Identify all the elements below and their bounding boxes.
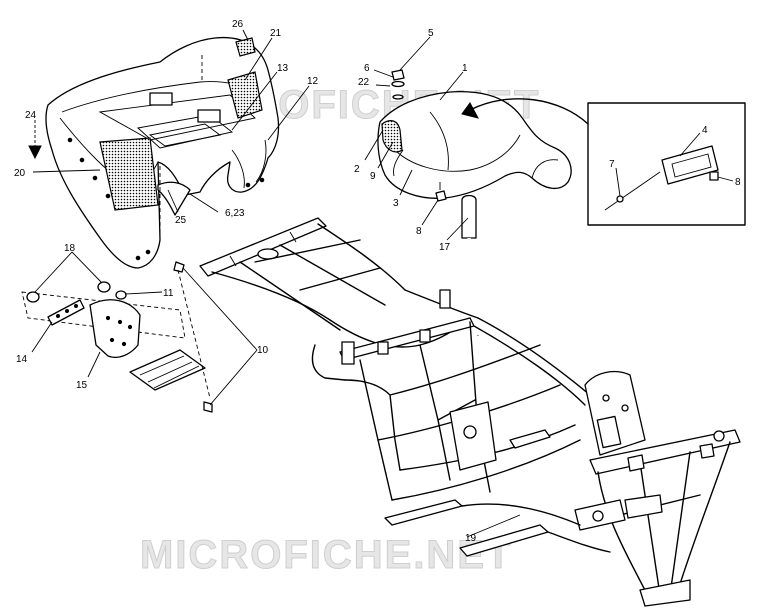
callout-13: 13 (277, 63, 289, 74)
seat-nut-5 (391, 69, 405, 100)
fender-block-right (197, 109, 221, 123)
callout-2: 2 (354, 164, 360, 175)
callout-1: 1 (462, 63, 468, 74)
fender-decal-right (227, 71, 263, 119)
callout-8-seat: 8 (416, 226, 422, 237)
arrow-24 (28, 120, 42, 160)
callout-21: 21 (270, 28, 282, 39)
watermark-bottom: MICROFICHE.NET (140, 533, 512, 577)
callout-18: 18 (64, 243, 76, 254)
reflector (235, 37, 256, 57)
callout-6-23: 6,23 (225, 208, 245, 219)
callout-7: 7 (609, 159, 615, 170)
callout-6: 6 (364, 63, 370, 74)
callout-3: 3 (393, 198, 399, 209)
frame (199, 217, 741, 607)
fender-decal-left (99, 137, 159, 211)
rear-fender (45, 36, 280, 269)
callout-10: 10 (257, 345, 269, 356)
callout-4: 4 (702, 125, 708, 136)
callout-12: 12 (307, 76, 319, 87)
callout-24: 24 (25, 110, 37, 121)
leader-lines (31, 29, 734, 538)
fender-block-left (149, 92, 173, 106)
skid-plate (129, 349, 206, 391)
latch-detail-box (587, 102, 746, 226)
seat-bolt-8 (435, 182, 447, 202)
seat (377, 90, 572, 199)
callout-22: 22 (358, 77, 370, 88)
callout-labels: 26 21 13 12 24 20 25 6,23 5 6 22 1 2 9 3… (14, 19, 741, 544)
callout-15: 15 (76, 380, 88, 391)
callout-17: 17 (439, 242, 451, 253)
splash-shield (157, 181, 191, 216)
callout-26: 26 (232, 19, 244, 30)
callout-5: 5 (428, 28, 434, 39)
callout-19: 19 (465, 533, 477, 544)
callout-8-latch: 8 (735, 177, 741, 188)
callout-14: 14 (16, 354, 28, 365)
callout-11: 11 (163, 288, 174, 299)
mud-flap (89, 299, 141, 359)
callout-9: 9 (370, 171, 376, 182)
seat-foam-cutaway (381, 120, 403, 153)
mud-flap-assembly (21, 261, 213, 413)
detail-arrow (469, 98, 589, 125)
callout-25: 25 (175, 215, 187, 226)
callout-20: 20 (14, 168, 26, 179)
